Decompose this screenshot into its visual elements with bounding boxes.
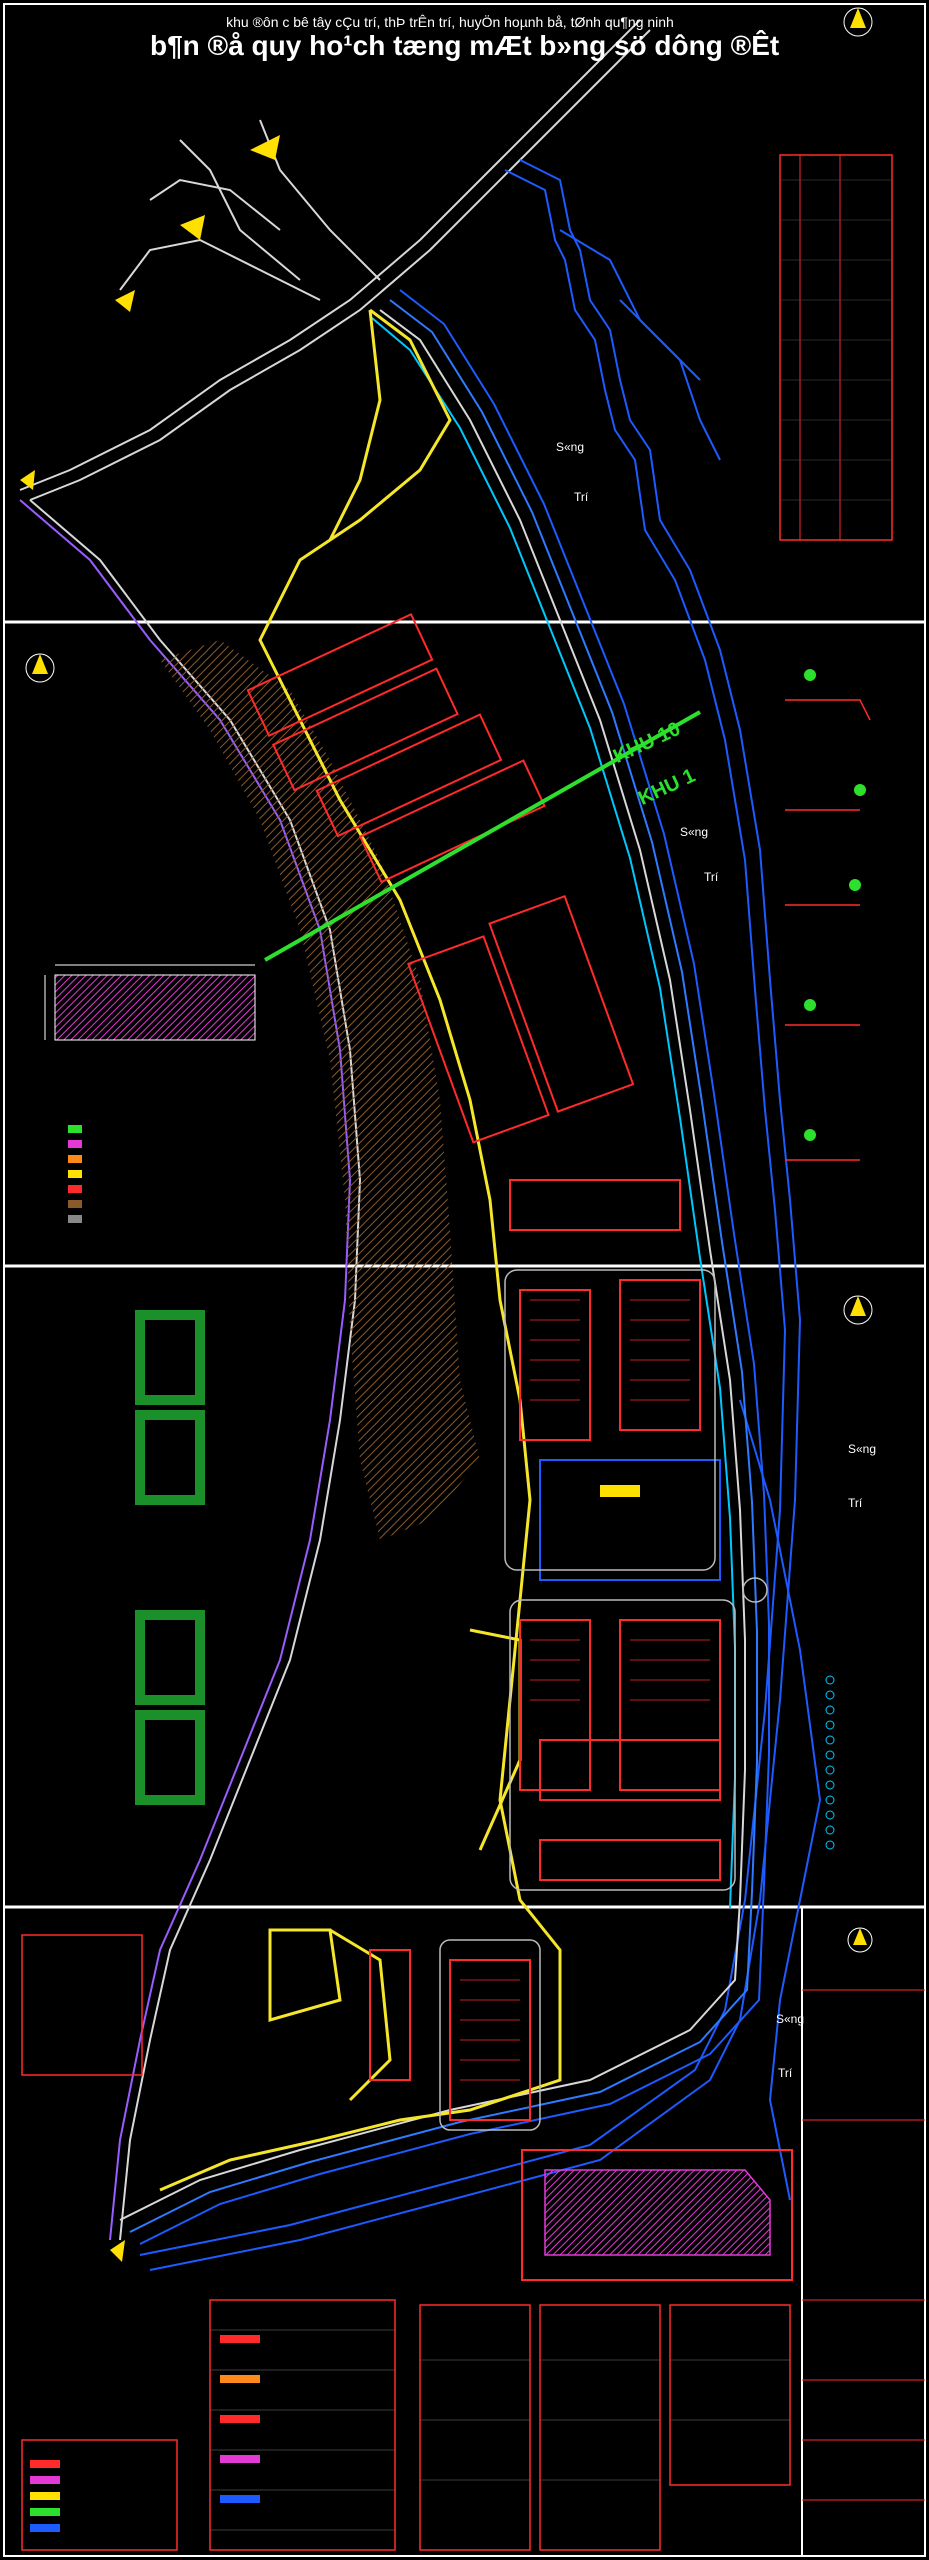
coordinate-table-rows <box>780 179 892 501</box>
north-arrow-icon <box>843 7 873 37</box>
greenbelt-hatch <box>160 640 480 1540</box>
public-facility-label-box <box>600 1485 640 1497</box>
north-arrow-icon <box>843 1295 873 1325</box>
harbour-markers <box>20 135 280 2262</box>
road-label: Trí <box>704 870 719 884</box>
circle-legend <box>825 1675 835 1850</box>
north-arrow-icon <box>847 1927 873 1953</box>
cross-sections <box>785 699 871 1161</box>
internal-roads <box>439 1269 768 2131</box>
road-label: Trí <box>848 1496 863 1510</box>
drawing-subtitle: khu ®ôn c­ bê tây cÇu trí, thÞ trÊn trí,… <box>226 14 674 30</box>
bottom-table-rows <box>210 2329 790 2531</box>
road-label: Trí <box>778 2066 793 2080</box>
title-block <box>802 1989 925 2501</box>
drawing-title: b¶n ®å quy ho¹ch tæng mÆt b»ng sö dông ®… <box>150 30 780 61</box>
road-label: S«ng <box>556 440 585 454</box>
parking-plan-inset <box>544 2169 771 2256</box>
plot-layout-sketch <box>44 964 256 1041</box>
zone-divider-line <box>264 710 701 962</box>
tree-icon <box>804 669 866 1141</box>
house-plan-cards <box>135 1310 205 1805</box>
road-label: S«ng <box>848 1442 877 1456</box>
northern-roads <box>19 19 651 501</box>
road-label: S«ng <box>680 825 709 839</box>
river <box>139 159 822 2271</box>
residential-plots <box>246 612 721 2121</box>
legend-swatch-icon <box>68 1125 82 1223</box>
road-label: Trí <box>574 490 589 504</box>
sheet-frame <box>3 3 926 2557</box>
road-label: S«ng <box>776 2012 805 2026</box>
bottom-table-colored-cells <box>30 2335 260 2532</box>
plot-subdivisions <box>460 1299 710 2081</box>
block-mid <box>407 894 635 1144</box>
block-upper <box>246 612 546 884</box>
north-arrow-icon <box>25 653 55 683</box>
public-facility-block <box>539 1459 721 1581</box>
parking-plan-inset-frame <box>521 2149 793 2281</box>
bottom-tables <box>21 1934 791 2551</box>
coordinate-table <box>779 154 893 541</box>
